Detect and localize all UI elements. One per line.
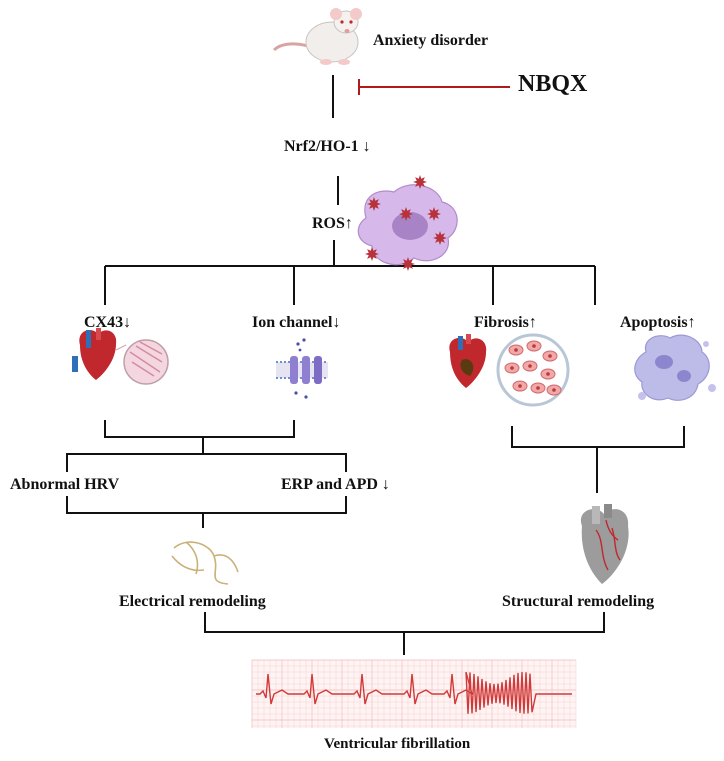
structural-remodeling-label: Structural remodeling xyxy=(502,593,655,610)
ventricular-fibrillation-label: Ventricular fibrillation xyxy=(324,736,471,752)
ros-burst xyxy=(413,175,427,189)
fibrosis-label: Fibrosis↑ xyxy=(474,314,537,331)
ecg-trace xyxy=(256,671,572,714)
fibrosis-cell-nucleus xyxy=(548,354,552,358)
apoptosis-label: Apoptosis↑ xyxy=(620,314,696,331)
ros-burst xyxy=(367,197,381,211)
ros-burst xyxy=(365,247,379,261)
cx43-label: CX43↓ xyxy=(84,314,132,331)
erp-apd-label: ERP and APD ↓ xyxy=(281,476,390,493)
ros-cell-icon xyxy=(357,175,458,271)
fibrosis-cell-nucleus xyxy=(552,388,556,392)
ros-burst xyxy=(433,231,447,245)
rat-icon xyxy=(272,8,362,65)
ion-channel-label: Ion channel↓ xyxy=(252,314,341,331)
ros-bursts xyxy=(365,175,447,271)
ros-burst xyxy=(399,207,413,221)
abnormal-hrv-label: Abnormal HRV xyxy=(10,476,120,493)
fibrosis-cell-nucleus xyxy=(510,366,514,370)
nrf2-label: Nrf2/HO-1 ↓ xyxy=(284,138,371,155)
apoptotic-cell-icon xyxy=(634,334,716,401)
ion-channel-icon xyxy=(276,338,328,399)
fibrosis-cells xyxy=(504,340,562,396)
connector-hrv-erp-bracket-bottom xyxy=(66,496,347,514)
fibrosis-cell-nucleus xyxy=(546,372,550,376)
nbqx-label: NBQX xyxy=(518,71,588,97)
nbqx-inhibition-arrow xyxy=(358,79,510,95)
ros-burst xyxy=(401,257,415,271)
ros-burst xyxy=(427,207,441,221)
fibrosis-cell-nucleus xyxy=(536,386,540,390)
connector-structural-bracket xyxy=(511,426,685,448)
fibrosis-cell-nucleus xyxy=(528,364,532,368)
connector-remodeling-bracket xyxy=(204,612,605,633)
ecg-grid xyxy=(251,659,577,728)
electrical-remodeling-label: Electrical remodeling xyxy=(119,593,266,610)
fibrosis-cell-nucleus xyxy=(518,384,522,388)
fibrotic-heart-icon xyxy=(449,333,570,407)
ros-label: ROS↑ xyxy=(312,215,353,232)
anxiety-disorder-label: Anxiety disorder xyxy=(373,32,489,49)
connector-hrv-erp-bracket-top xyxy=(66,453,347,472)
remodeled-heart-icon xyxy=(580,504,629,584)
fibrosis-cell-nucleus xyxy=(532,344,536,348)
heart-tissue-icon xyxy=(72,328,169,385)
connector-electrical-bracket xyxy=(104,420,295,438)
fibrosis-cell-nucleus xyxy=(514,348,518,352)
nerve-icon xyxy=(171,541,239,585)
connector-lines xyxy=(66,75,685,655)
ecg-strip-icon xyxy=(251,659,577,728)
